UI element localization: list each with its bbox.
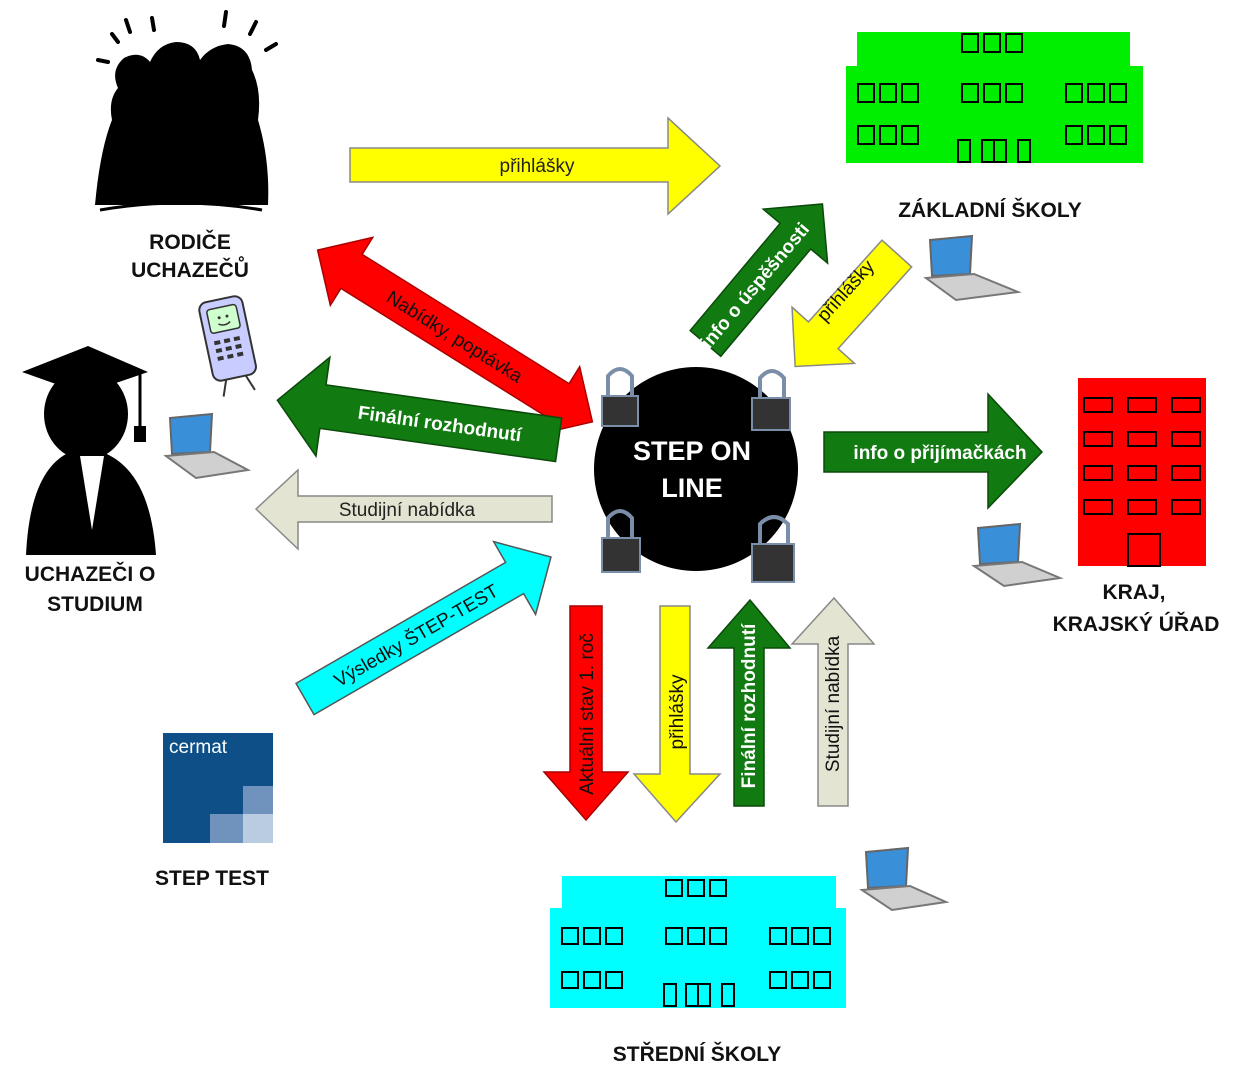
arrow-final-decision-secondary-label: Finální rozhodnutí — [739, 623, 760, 788]
secondary-schools-label: STŘEDNÍ ŠKOLY — [613, 1042, 781, 1066]
parents-label-line1: RODIČE — [149, 230, 231, 254]
arrow-parents-to-primary-label: přihlášky — [500, 156, 575, 177]
arrow-parents-to-primary: přihlášky — [349, 116, 722, 216]
applicants-label-line1: UCHAZEČI O — [25, 562, 156, 586]
arrow-admissions-info-label: info o přijímačkách — [853, 443, 1026, 464]
arrow-final-decision-applicants: Finální rozhodnutí — [276, 355, 563, 463]
primary-schools-label: ZÁKLADNÍ ŠKOLY — [898, 198, 1082, 222]
arrow-study-offer-applicants-label: Studijní nabídka — [339, 500, 476, 521]
arrow-current-state — [542, 605, 630, 822]
arrow-secondary-applications — [632, 605, 722, 824]
arrow-study-offer-secondary-label: Studijní nabídka — [823, 635, 844, 772]
arrow-current-state-label: Aktuální stav 1. roč — [577, 633, 598, 795]
cermat-logo-text: cermat — [169, 737, 228, 758]
lock-icon — [601, 367, 795, 583]
applicants-label-line2: STUDIUM — [47, 593, 143, 616]
arrow-study-offer-applicants — [254, 468, 553, 551]
parents-icon — [95, 10, 278, 212]
cermat-logo: cermat — [163, 733, 273, 843]
step-online-hub: STEP ON LINE — [594, 367, 798, 583]
arrow-step-test-results: Výsledky ŠTEP-TEST — [294, 540, 552, 716]
primary-school-building-icon — [846, 32, 1143, 163]
hub-title-line1: STEP ON — [633, 436, 751, 466]
laptop-icon-primary — [923, 234, 1022, 302]
arrow-admissions-info — [823, 392, 1044, 510]
laptop-icon-region — [971, 522, 1064, 588]
secondary-school-building-icon — [550, 876, 846, 1008]
region-label-line2: KRAJSKÝ ÚŘAD — [1053, 612, 1220, 636]
arrow-final-decision-secondary — [706, 598, 792, 807]
laptop-icon-secondary — [859, 846, 950, 912]
parents-label-line2: UCHAZEČŮ — [131, 256, 249, 282]
laptop-icon-applicants — [163, 412, 252, 480]
graduate-icon — [22, 346, 156, 555]
step-test-label: STEP TEST — [155, 867, 269, 890]
arrow-study-offer-secondary — [790, 596, 876, 807]
hub-title-line2: LINE — [661, 473, 723, 503]
mobile-phone-icon — [198, 295, 257, 397]
arrow-step-test-results-label: Výsledky ŠTEP-TEST — [330, 580, 502, 692]
arrow-secondary-applications-label: přihlášky — [667, 674, 688, 749]
arrow-offers-demand-label: Nabídky, poptávka — [383, 287, 527, 388]
region-building-icon — [1078, 378, 1206, 567]
region-label-line1: KRAJ, — [1102, 581, 1165, 604]
